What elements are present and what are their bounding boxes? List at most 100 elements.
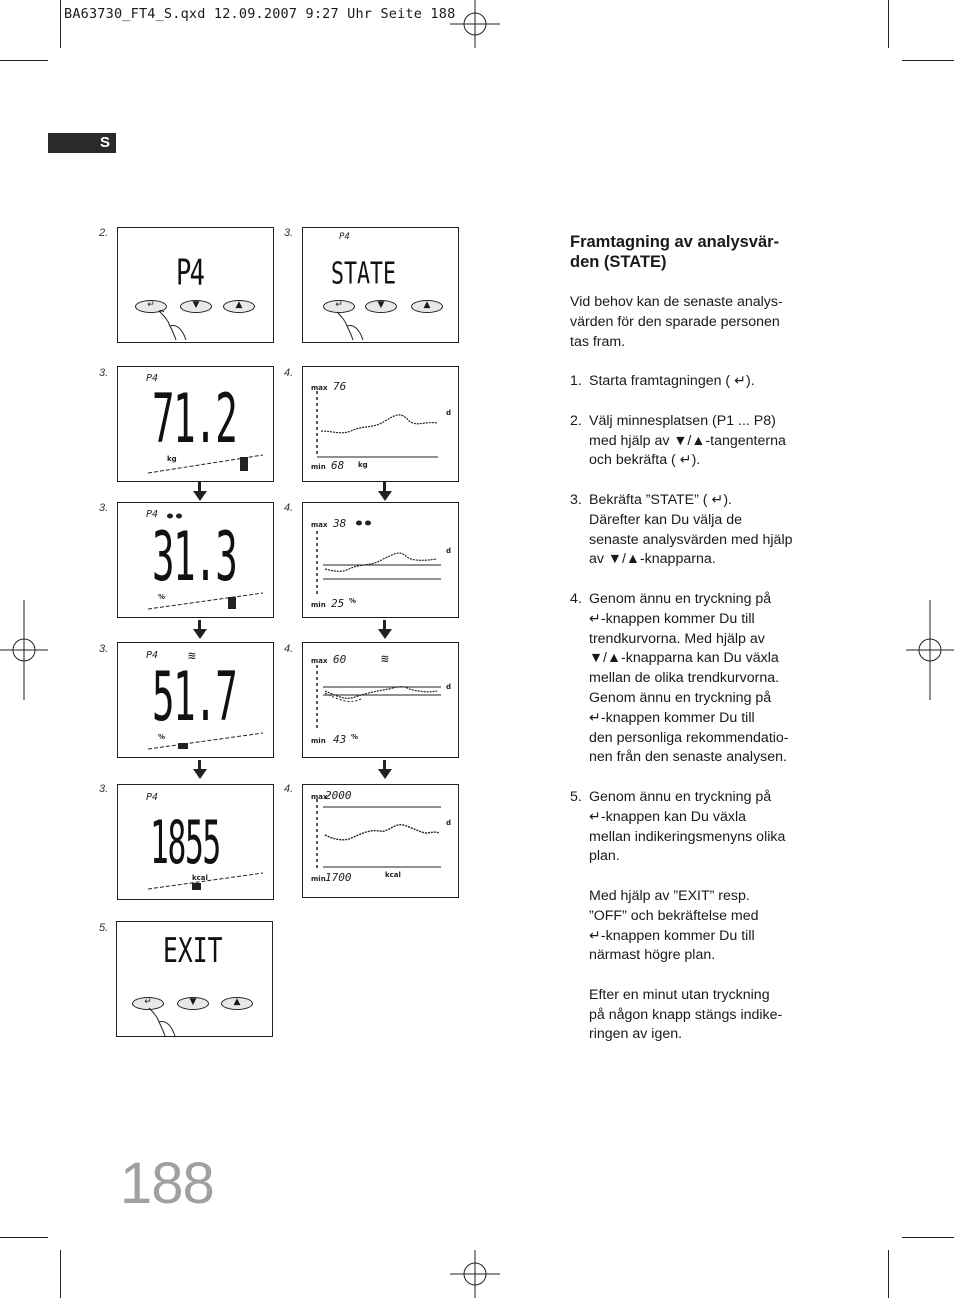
- water-icon: ≋: [381, 652, 389, 667]
- trend-max-value: 76: [333, 380, 347, 393]
- step-number: 3.: [99, 367, 109, 379]
- trend-axis-day: d: [446, 547, 452, 555]
- step-number: 3.: [99, 783, 109, 795]
- trend-max-label: max: [311, 521, 328, 529]
- crop-mark: [888, 1250, 889, 1298]
- step-line: ↵-knappen kan Du växla: [589, 808, 747, 825]
- step-line: med hjälp av ▼/▲-tangenterna: [589, 432, 786, 449]
- trend-curve: [316, 531, 441, 597]
- trend-max-label: max: [311, 793, 328, 801]
- step-number: 3.: [99, 502, 109, 514]
- level-bar-icon: [148, 592, 264, 610]
- step-num: 2.: [570, 412, 582, 429]
- step-number: 4.: [284, 502, 294, 514]
- step-line: Välj minnesplatsen (P1 ... P8): [589, 412, 776, 429]
- up-button[interactable]: ▲: [221, 997, 253, 1010]
- arrow-down-icon: [193, 482, 207, 501]
- arrow-down-icon: [378, 620, 392, 639]
- water-icon: ≋: [188, 649, 196, 664]
- lcd-unit: kg: [167, 455, 177, 463]
- step-line: den personliga rekommendatio-: [589, 729, 789, 746]
- crop-mark: [888, 0, 889, 48]
- level-bar-icon: [148, 872, 264, 890]
- note-line: närmast högre plan.: [589, 947, 716, 964]
- down-button[interactable]: ▼: [365, 300, 397, 313]
- crop-mark: [902, 60, 954, 61]
- note-line: ↵-knappen kommer Du till: [589, 927, 755, 944]
- trend-min-label: min: [311, 737, 326, 745]
- lcd-memory-label: P4: [339, 232, 350, 242]
- page-number: 188: [120, 1151, 215, 1216]
- trend-min-value: 25: [331, 597, 345, 610]
- trend-curve: [316, 665, 441, 731]
- display-panel-bodyfat: P4 31.3 %: [117, 502, 274, 618]
- crop-mark: [60, 1250, 61, 1298]
- down-button[interactable]: ▼: [177, 997, 209, 1010]
- trend-panel-water: max 60 ≋ min 43 % d: [302, 642, 459, 758]
- step-5: 5. Genom ännu en tryckning på ↵-knappen …: [570, 788, 820, 1045]
- step-line: senaste analysvärden med hjälp: [589, 531, 793, 548]
- up-button[interactable]: ▲: [223, 300, 255, 313]
- step-num: 1.: [570, 373, 582, 390]
- step-num: 4.: [570, 590, 582, 607]
- step-number: 3.: [284, 227, 294, 239]
- trend-axis-day: d: [446, 683, 452, 691]
- lcd-main-value: STATE: [331, 256, 397, 291]
- enter-button[interactable]: ↵: [135, 300, 167, 313]
- enter-button[interactable]: ↵: [323, 300, 355, 313]
- step-number: 4.: [284, 783, 294, 795]
- display-panel-state: P4 STATE ↵ ▼ ▲: [302, 227, 459, 343]
- note-line: Efter en minut utan tryckning: [589, 986, 770, 1003]
- registration-mark: [0, 600, 48, 700]
- section-title-line: den (STATE): [570, 252, 667, 271]
- trend-curve: [316, 391, 438, 458]
- lcd-main-value: 31.3: [152, 519, 238, 597]
- level-bar-icon: [148, 454, 264, 474]
- step-number: 4.: [284, 643, 294, 655]
- section-title-line: Framtagning av analysvär-: [570, 233, 780, 251]
- note-line: på någon knapp stängs indike-: [589, 1006, 783, 1023]
- note-line: ringen av igen.: [589, 1026, 683, 1043]
- trend-min-label: min: [311, 875, 326, 883]
- lcd-memory-label: P4: [146, 792, 159, 803]
- trend-min-label: min: [311, 601, 326, 609]
- arrow-down-icon: [193, 620, 207, 639]
- enter-button[interactable]: ↵: [132, 997, 164, 1010]
- step-number: 3.: [99, 643, 109, 655]
- trend-max-value: 38: [333, 517, 347, 530]
- display-panel-p4: P4 ↵ ▼ ▲: [117, 227, 274, 343]
- up-button[interactable]: ▲: [411, 300, 443, 313]
- trend-max-value: 60: [333, 653, 347, 666]
- arrow-down-icon: [378, 482, 392, 501]
- registration-mark: [450, 0, 500, 48]
- trend-unit: %: [351, 733, 359, 741]
- finger-icon: [148, 1007, 176, 1036]
- trend-min-value: 1700: [325, 871, 352, 884]
- intro-line: värden för den sparade personen: [570, 313, 780, 330]
- note-line: ”OFF” och bekräftelse med: [589, 907, 759, 924]
- step-line: Genom ännu en tryckning på: [589, 788, 772, 805]
- step-3: 3. Bekräfta ”STATE” ( ↵). Därefter kan D…: [570, 491, 820, 570]
- crop-mark: [60, 0, 61, 48]
- trend-max-label: max: [311, 657, 328, 665]
- step-line: nen från den senaste analysen.: [589, 749, 787, 766]
- finger-icon: [159, 310, 187, 341]
- step-line: Bekräfta ”STATE” ( ↵).: [589, 491, 733, 508]
- lcd-unit: %: [158, 733, 166, 741]
- trend-min-value: 68: [331, 459, 345, 472]
- step-line: av ▼/▲-knapparna.: [589, 551, 716, 568]
- note-line: Med hjälp av ”EXIT” resp.: [589, 887, 750, 904]
- down-button[interactable]: ▼: [180, 300, 212, 313]
- lcd-unit: %: [158, 593, 166, 601]
- lcd-main-value: P4: [176, 252, 205, 294]
- display-panel-calories: P4 1855 kcal: [117, 784, 274, 900]
- display-panel-exit: EXIT ↵ ▼ ▲: [116, 921, 273, 1037]
- crop-mark: [0, 1237, 48, 1238]
- display-panel-weight: P4 71.2 kg: [117, 366, 274, 482]
- step-line: Därefter kan Du välja de: [589, 511, 742, 528]
- trend-max-label: max: [311, 384, 328, 392]
- lcd-memory-label: P4: [146, 509, 159, 520]
- step-line: Starta framtagningen ( ↵).: [589, 373, 755, 390]
- trend-max-value: 2000: [325, 789, 352, 802]
- lcd-main-value: 1855: [150, 807, 221, 878]
